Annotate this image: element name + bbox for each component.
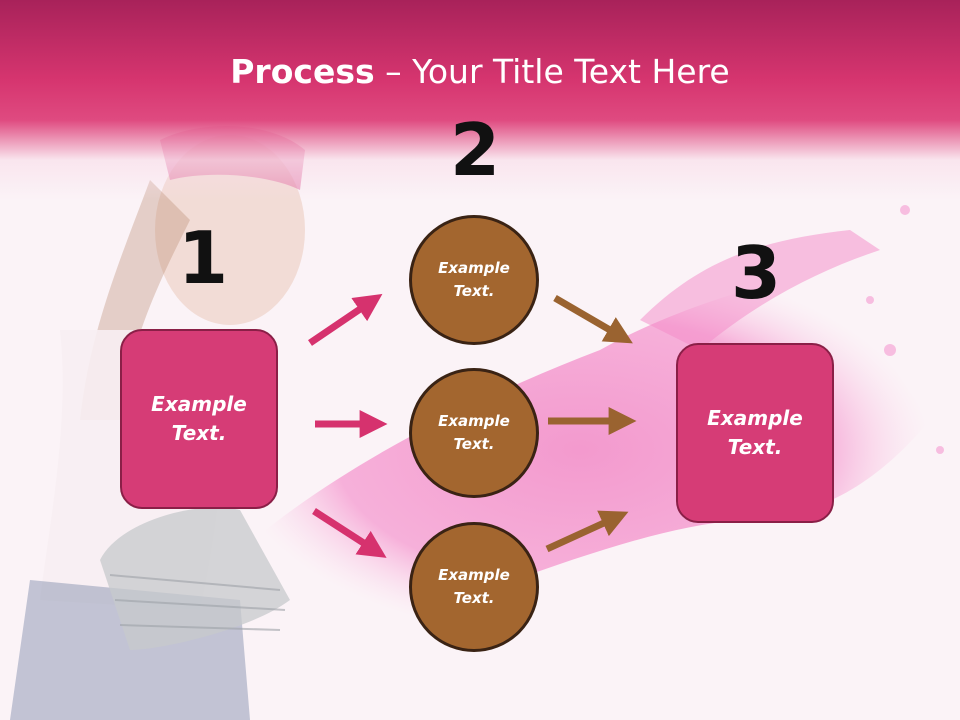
step-1-box: Example Text. bbox=[120, 329, 278, 509]
title-bold: Process bbox=[230, 52, 375, 91]
step-number-1: 1 bbox=[178, 216, 229, 300]
step-1-text: Example Text. bbox=[151, 392, 247, 445]
step-number-2: 2 bbox=[450, 108, 501, 192]
step-2-circle-bottom: Example Text. bbox=[409, 522, 539, 652]
title-band bbox=[0, 0, 960, 200]
step-2-circle-top: Example Text. bbox=[409, 215, 539, 345]
step-number-3: 3 bbox=[731, 231, 782, 315]
step-2-circle-middle: Example Text. bbox=[409, 368, 539, 498]
step-2-middle-text: Example Text. bbox=[438, 412, 510, 453]
slide-title: Process – Your Title Text Here bbox=[0, 52, 960, 91]
step-3-box: Example Text. bbox=[676, 343, 834, 523]
step-3-text: Example Text. bbox=[707, 406, 803, 459]
step-2-top-text: Example Text. bbox=[438, 259, 510, 300]
title-rest: – Your Title Text Here bbox=[374, 52, 730, 91]
step-2-bottom-text: Example Text. bbox=[438, 566, 510, 607]
